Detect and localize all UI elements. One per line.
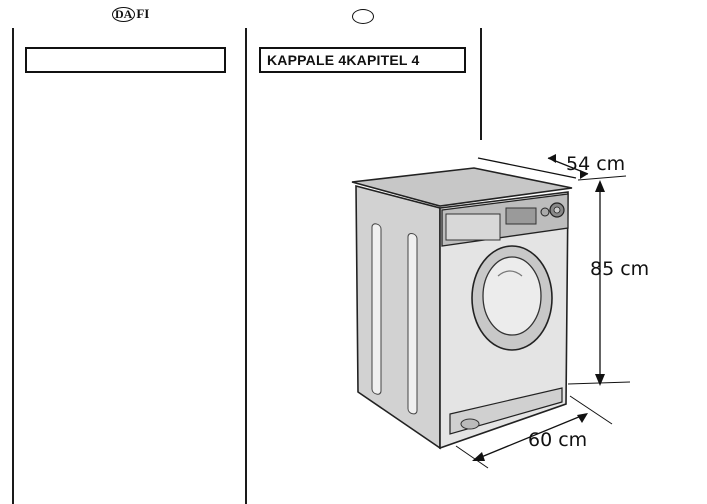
height-label: 85 cm bbox=[590, 258, 649, 280]
program-knob-inner bbox=[553, 206, 561, 214]
height-dimension: 85 cm bbox=[567, 180, 649, 386]
machine-side-panel bbox=[355, 184, 441, 450]
side-groove bbox=[407, 232, 418, 415]
door-glass bbox=[482, 256, 542, 336]
filter-cover bbox=[460, 418, 480, 430]
column-divider-left bbox=[12, 28, 14, 504]
language-code-fi: FI bbox=[136, 6, 150, 21]
oval-icon bbox=[352, 9, 374, 24]
depth-dimension: 54 cm bbox=[477, 153, 627, 181]
column-divider-right bbox=[480, 28, 482, 140]
section-title-box-right: KAPPALE 4KAPITEL 4 bbox=[259, 47, 466, 73]
language-code-da: DA bbox=[112, 6, 136, 22]
width-label: 60 cm bbox=[528, 429, 587, 451]
selector-knob bbox=[540, 207, 550, 217]
detergent-drawer bbox=[445, 213, 501, 241]
section-title-box-left bbox=[25, 47, 226, 73]
width-dimension: 60 cm bbox=[455, 395, 613, 469]
column-divider-middle bbox=[245, 28, 247, 504]
depth-label: 54 cm bbox=[566, 153, 625, 175]
display-window bbox=[505, 207, 537, 225]
side-groove bbox=[371, 223, 382, 395]
language-badge-da-fi: DA FI bbox=[112, 6, 149, 22]
machine-top bbox=[351, 167, 573, 207]
